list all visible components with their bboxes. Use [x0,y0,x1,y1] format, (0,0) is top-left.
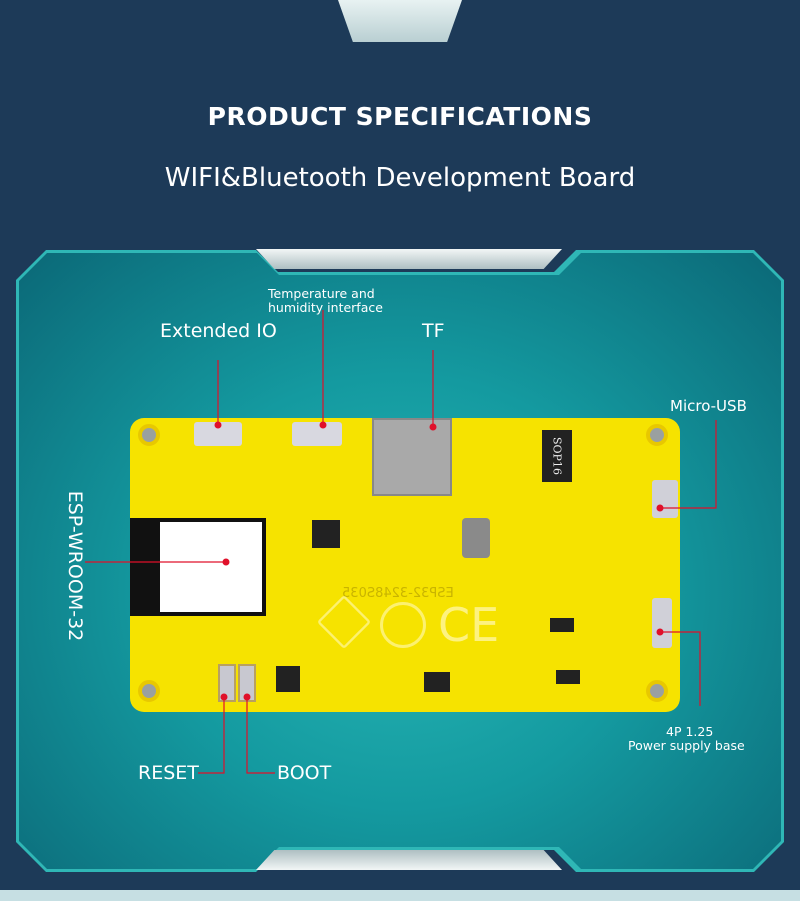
bottom-strip [0,890,800,901]
label-boot: BOOT [277,762,332,784]
mount-hole [138,680,160,702]
ic-chip [424,672,450,692]
sop16-chip: SOP16 [542,430,572,482]
esp-module-shield [160,522,262,612]
label-extended-io: Extended IO [160,320,277,342]
page-title: PRODUCT SPECIFICATIONS [207,102,593,131]
ic-chip [276,666,300,692]
label-tf: TF [422,320,445,342]
mount-hole [138,424,160,446]
tf-card-slot [372,418,452,496]
pcb-board: SOP16 ESP32-3248S035 CE [130,418,680,712]
label-esp-wroom-32: ESP-WROOM-32 [64,490,86,642]
panel-top-bar [256,249,562,269]
page-subtitle: WIFI&Bluetooth Development Board [164,163,636,193]
regulator [556,670,580,684]
label-power-line2: Power supply base [628,738,745,753]
power-connector [652,598,672,648]
label-reset: RESET [138,762,199,784]
ce-mark: CE [438,598,500,652]
ic-chip [312,520,340,548]
label-power-line1: 4P 1.25 [666,724,714,739]
label-temp-line2: humidity interface [268,300,383,315]
top-tab-decoration [338,0,462,42]
mount-hole [646,680,668,702]
temp-humidity-connector [292,422,342,446]
regulator [550,618,574,632]
mount-hole [646,424,668,446]
label-micro-usb: Micro-USB [670,397,747,415]
rohs-mark [380,602,426,648]
label-temp-line1: Temperature and [268,286,375,301]
component [462,518,490,558]
reset-switch [218,664,236,702]
micro-usb-port [652,480,678,518]
